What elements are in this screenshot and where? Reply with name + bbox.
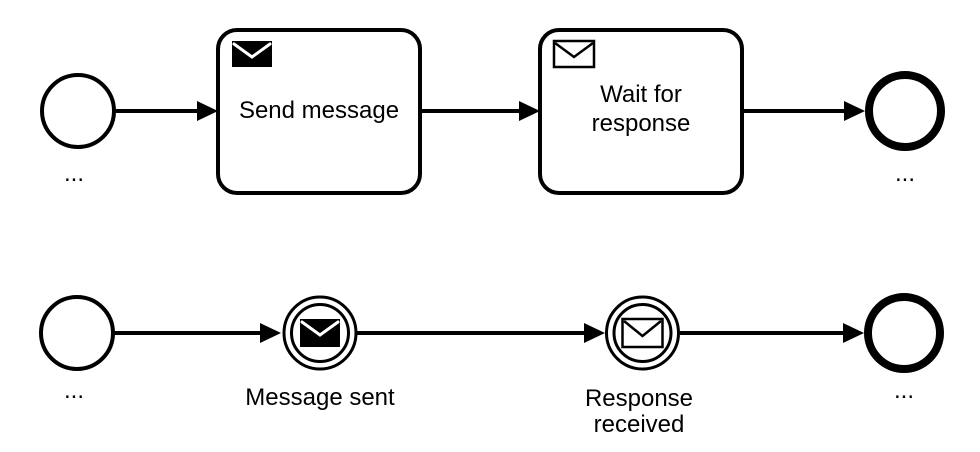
sequence-flow <box>420 101 540 121</box>
response-received-event-label-line1: Response <box>585 385 693 412</box>
envelope-body <box>232 41 272 67</box>
wait-for-response-task-label-line1: Wait for <box>600 81 682 108</box>
intermediate-event-inner-circle <box>612 303 673 363</box>
end-event: ... <box>865 71 945 187</box>
end-event-circle <box>865 71 945 151</box>
response-received-catch-event: Response received <box>585 295 693 438</box>
event-flow-row: ... Message sent <box>39 293 944 438</box>
envelope-body <box>621 317 664 349</box>
arrow-head-icon <box>197 101 218 121</box>
send-message-task-label: Send message <box>239 97 399 124</box>
sequence-flow <box>680 323 864 343</box>
start-event-circle <box>40 73 116 149</box>
message-sent-throw-event: Message sent <box>245 295 395 411</box>
message-receive-icon <box>552 39 596 69</box>
wait-for-response-task-shape <box>538 28 744 195</box>
task-flow-row: ... Send message <box>40 28 945 195</box>
send-message-task: Send message <box>216 28 422 195</box>
arrow-head-icon <box>260 323 281 343</box>
envelope-flap <box>232 42 272 59</box>
end-event: ... <box>864 293 944 404</box>
message-send-icon <box>232 41 272 67</box>
arrow-head-icon <box>584 323 605 343</box>
start-event-label: ... <box>64 160 84 187</box>
end-event-circle <box>864 293 944 373</box>
envelope-body <box>552 39 596 69</box>
envelope-flap <box>554 41 594 59</box>
wait-for-response-task-label-line2: response <box>592 110 691 137</box>
arrow-head-icon <box>843 323 864 343</box>
start-event: ... <box>39 295 115 404</box>
response-received-event-label-line2: received <box>594 411 685 438</box>
sequence-flow <box>113 323 281 343</box>
intermediate-event-inner-circle <box>290 303 350 363</box>
arrow-head-icon <box>519 101 540 121</box>
wait-for-response-task: Wait for response <box>538 28 744 195</box>
message-throw-icon <box>300 319 340 347</box>
arrow-head-icon <box>844 101 865 121</box>
end-event-label: ... <box>895 160 915 187</box>
start-event: ... <box>40 73 116 187</box>
sequence-flow <box>357 323 605 343</box>
envelope-flap <box>300 320 340 337</box>
sequence-flow <box>115 101 218 121</box>
message-catch-icon <box>621 317 664 349</box>
message-sent-event-label: Message sent <box>245 384 395 411</box>
start-event-circle <box>39 295 115 371</box>
start-event-label: ... <box>64 377 84 404</box>
sequence-flow <box>743 101 865 121</box>
end-event-label: ... <box>894 377 914 404</box>
envelope-flap <box>623 320 662 338</box>
